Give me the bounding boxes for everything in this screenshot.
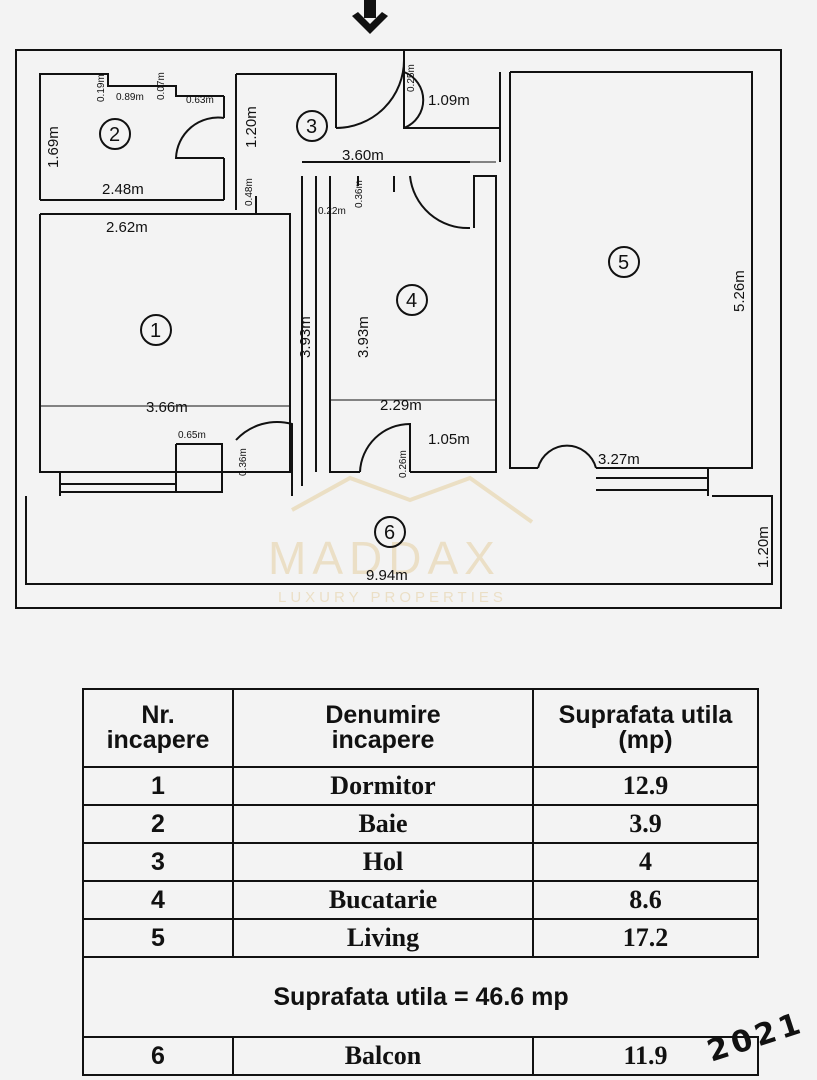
dim-label: 2.29m: [380, 397, 422, 414]
room-number: 1: [82, 766, 234, 806]
dim-label: 1.09m: [428, 92, 470, 109]
dim-label: 0.22m: [318, 206, 346, 217]
room-number-3: 3: [306, 116, 317, 138]
outer-wall: [15, 49, 782, 609]
dim-label: 1.69m: [45, 126, 62, 168]
floor-plan: MADDAX LUXURY PROPERTIES 2 3 1 4 5 6 0.1…: [15, 0, 782, 609]
room-name: Bucatarie: [232, 880, 534, 920]
dim-label: 5.26m: [731, 270, 748, 312]
room-area: 11.9: [532, 1036, 759, 1076]
dim-label: 0.63m: [186, 95, 214, 106]
dim-label: 1.05m: [428, 431, 470, 448]
dim-label: 3.93m: [355, 316, 372, 358]
room-number: 5: [82, 918, 234, 958]
walls: [25, 50, 773, 585]
room-markers: [99, 110, 640, 548]
dim-label: 0.19m: [96, 74, 107, 102]
room-name: Dormitor: [232, 766, 534, 806]
dim-label: 0.26m: [398, 450, 409, 478]
room-number: 6: [82, 1036, 234, 1076]
header-usable-area: Suprafata utila(mp): [532, 688, 759, 768]
room-name: Balcon: [232, 1036, 534, 1076]
watermark: MADDAX LUXURY PROPERTIES: [268, 475, 534, 606]
dim-label: 0.65m: [178, 430, 206, 441]
dim-label: 9.94m: [366, 567, 408, 584]
table-row: 4 Bucatarie 8.6: [82, 880, 759, 920]
room-area: 8.6: [532, 880, 759, 920]
table-row: 3 Hol 4: [82, 842, 759, 882]
room-number: 3: [82, 842, 234, 882]
header-room-number: Nr.incapere: [82, 688, 234, 768]
room-name: Hol: [232, 842, 534, 882]
dim-label: 0.48m: [244, 178, 255, 206]
table-row: 5 Living 17.2: [82, 918, 759, 958]
total-row: Suprafata utila = 46.6 mp: [82, 956, 758, 1038]
room-name: Baie: [232, 804, 534, 844]
room-name: Living: [232, 918, 534, 958]
dim-label: 3.66m: [146, 399, 188, 416]
room-area: 17.2: [532, 918, 759, 958]
dim-label: 0.89m: [116, 92, 144, 103]
room-number-4: 4: [406, 290, 417, 312]
dim-label: 3.60m: [342, 147, 384, 164]
room-number: 2: [82, 804, 234, 844]
dim-label: 1.20m: [243, 106, 260, 148]
dim-label: 0.36m: [354, 180, 365, 208]
door-swings: [174, 59, 597, 473]
watermark-tagline: LUXURY PROPERTIES: [278, 589, 507, 606]
table-row: 1 Dormitor 12.9: [82, 766, 759, 806]
dim-label: 3.27m: [598, 451, 640, 468]
dim-label: 0.07m: [156, 72, 167, 100]
room-number-6: 6: [384, 522, 395, 544]
table-row: 2 Baie 3.9: [82, 804, 759, 844]
dim-label: 2.62m: [106, 219, 148, 236]
room-area: 4: [532, 842, 759, 882]
entrance-arrow-icon: [352, 0, 388, 34]
room-number-1: 1: [150, 320, 161, 342]
dim-label: 0.36m: [238, 448, 249, 476]
dim-label: 0.25m: [406, 64, 417, 92]
room-number-5: 5: [618, 252, 629, 274]
dim-label: 2.48m: [102, 181, 144, 198]
room-area: 12.9: [532, 766, 759, 806]
room-number-2: 2: [109, 124, 120, 146]
room-area: 3.9: [532, 804, 759, 844]
watermark-brand: MADDAX: [268, 532, 501, 584]
room-number: 4: [82, 880, 234, 920]
total-usable-area: Suprafata utila = 46.6 mp: [82, 956, 758, 1038]
table-row: 6 Balcon 11.9: [82, 1036, 759, 1076]
dim-label: 1.20m: [755, 526, 772, 568]
dim-label: 3.93m: [297, 316, 314, 358]
dimension-lines: [40, 161, 496, 407]
